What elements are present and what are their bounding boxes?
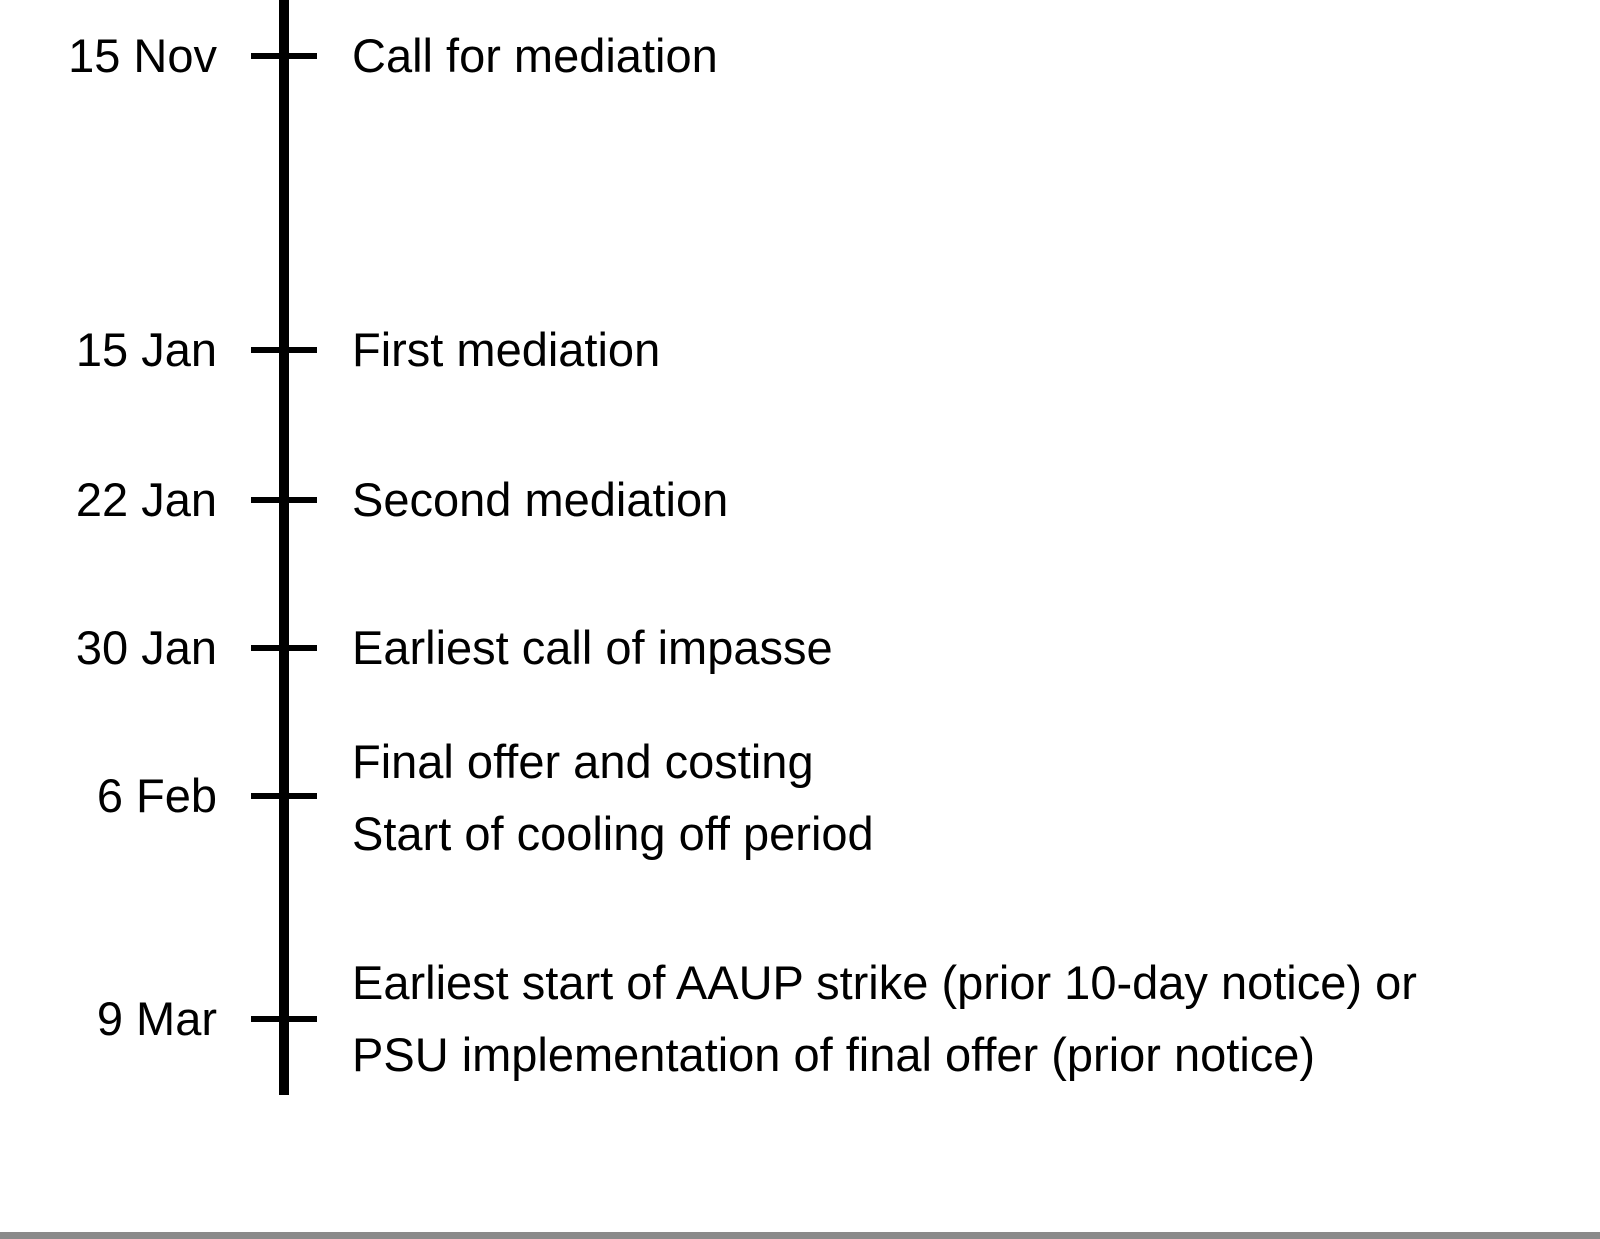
event-description: Earliest call of impasse [352,621,833,674]
event-description: Start of cooling off period [352,807,874,860]
event-date: 9 Mar [96,992,217,1045]
event-description: Final offer and costing [352,735,814,788]
timeline-tick [251,347,317,353]
event-date: 15 Jan [75,323,217,376]
event-description: First mediation [352,323,661,376]
timeline-tick [251,793,317,799]
event-date: 30 Jan [75,621,217,674]
timeline-tick [251,645,317,651]
event-description: Call for mediation [352,29,718,82]
timeline-axis [279,0,289,1095]
event-description: PSU implementation of final offer (prior… [352,1028,1316,1081]
event-description: Second mediation [352,473,729,526]
timeline-tick [251,497,317,503]
timeline-tick [251,1016,317,1022]
bottom-border [0,1232,1600,1239]
event-date: 6 Feb [96,769,217,822]
event-description: Earliest start of AAUP strike (prior 10-… [352,956,1417,1009]
event-date: 15 Nov [68,29,217,82]
timeline-tick [251,53,317,59]
event-date: 22 Jan [75,473,217,526]
